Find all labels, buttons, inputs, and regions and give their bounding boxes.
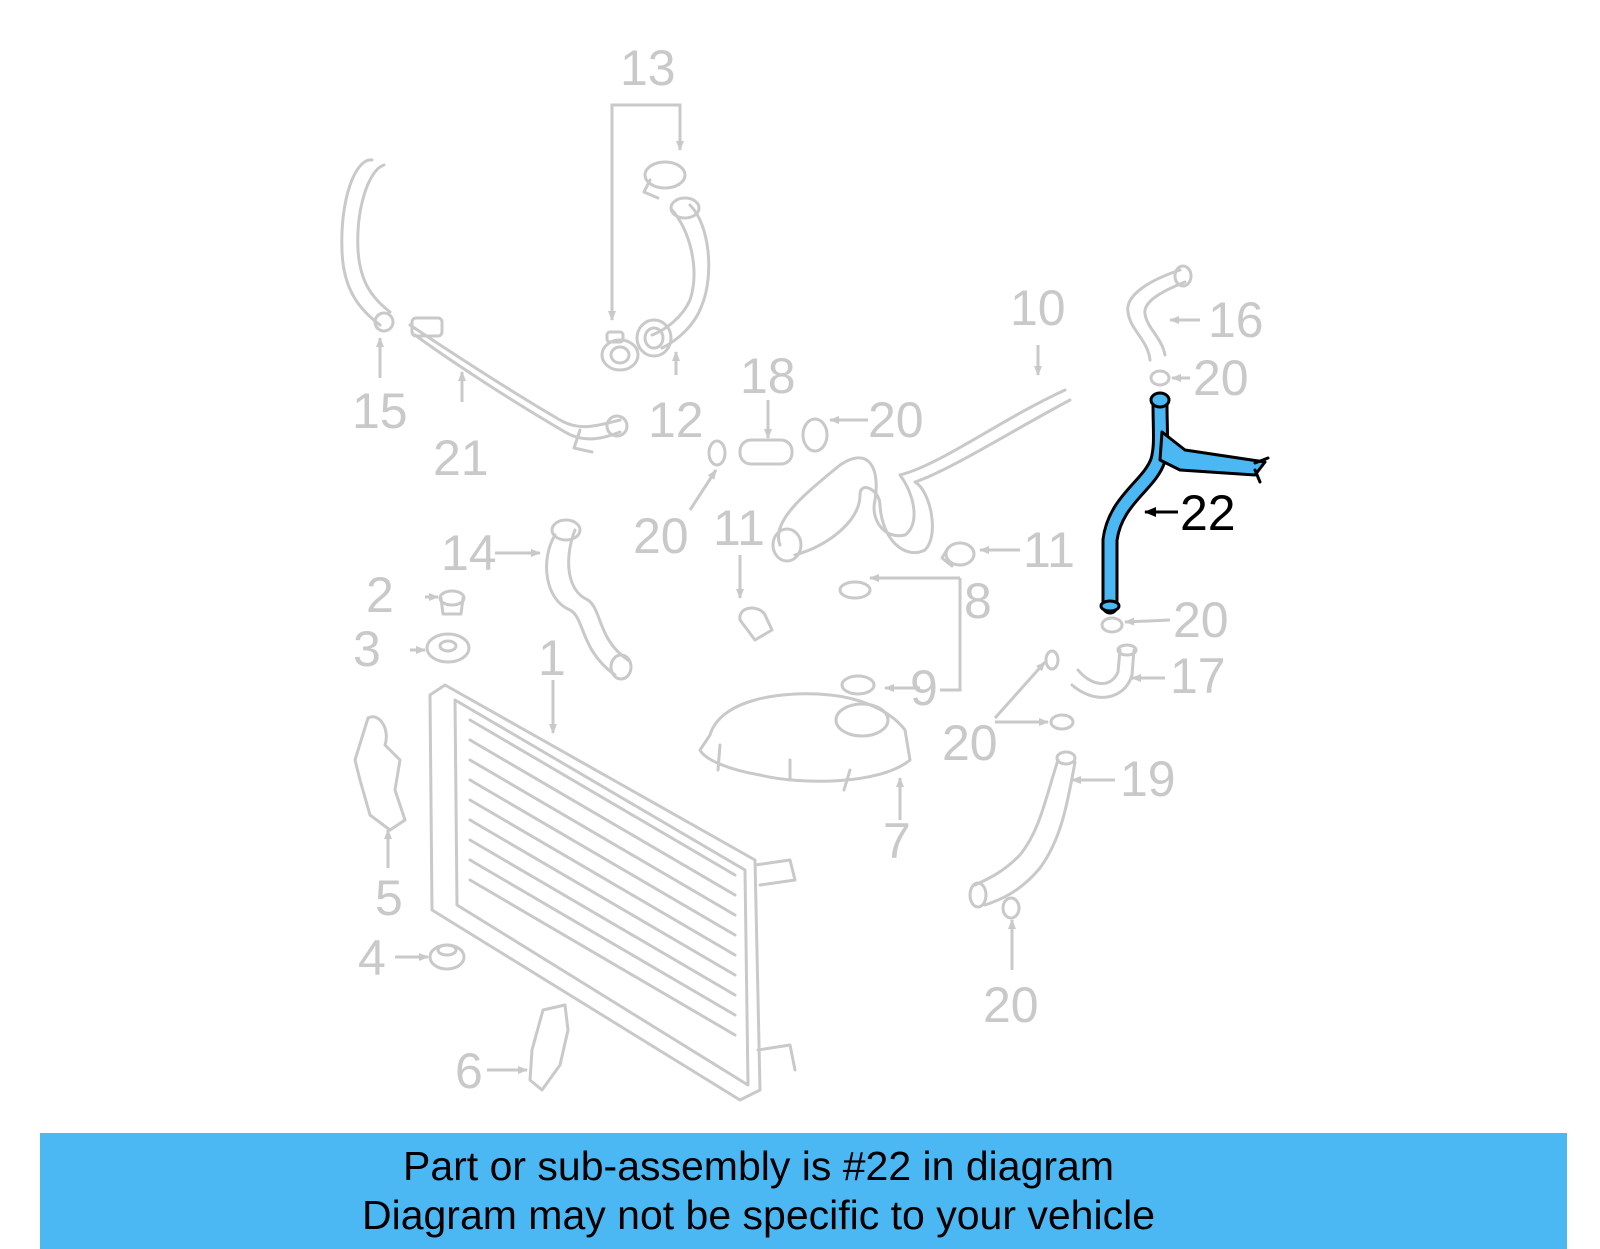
pipe-22-drawing — [1099, 391, 1270, 615]
clamp-13-drawing — [642, 160, 687, 200]
hose-18-drawing — [738, 438, 794, 466]
callout-20-right-mid: 20 — [1173, 592, 1229, 648]
clamp-13b-drawing — [600, 330, 640, 372]
callout-13: 13 — [620, 40, 676, 96]
hose-12-drawing — [635, 196, 711, 358]
clamp-11-drawing-a — [738, 606, 774, 642]
clamp-11-drawing-b — [940, 541, 976, 568]
reservoir-7-drawing — [698, 692, 912, 792]
callout-20-left: 20 — [633, 508, 689, 564]
notice-banner: Part or sub-assembly is #22 in diagram D… — [40, 1133, 1567, 1249]
clamp-20-drawing-b — [707, 439, 727, 467]
clamp-20-drawing-a — [801, 417, 829, 453]
banner-line-2: Diagram may not be specific to your vehi… — [361, 1192, 1155, 1238]
callout-20-lower: 20 — [942, 715, 998, 771]
callout-11-right: 11 — [1023, 522, 1075, 578]
clamp-20-drawing-f — [1049, 713, 1075, 731]
callout-20-bottom: 20 — [983, 977, 1039, 1033]
callout-9: 9 — [910, 660, 938, 716]
banner-line-1: Part or sub-assembly is #22 in diagram — [403, 1143, 1114, 1189]
bracket-6-drawing — [528, 1003, 570, 1092]
callout-10: 10 — [1010, 280, 1066, 336]
callout-4: 4 — [358, 930, 386, 986]
cap-2-drawing — [438, 589, 466, 616]
hose-10-drawing — [771, 388, 1072, 563]
callout-2: 2 — [366, 567, 394, 623]
hose-14-drawing — [545, 518, 633, 681]
hose-15-drawing — [340, 158, 395, 333]
callout-3: 3 — [353, 621, 381, 677]
pipe-21-drawing — [408, 316, 629, 454]
clamp-20-drawing-e — [1044, 649, 1060, 671]
bracket-5-drawing — [353, 715, 407, 832]
callout-7: 7 — [883, 813, 911, 869]
callout-20-right-top: 20 — [1193, 350, 1249, 406]
callout-12: 12 — [648, 392, 704, 448]
clamp-20-drawing-d — [1100, 616, 1124, 634]
clamp-20-drawing-c — [1149, 369, 1171, 387]
callout-22-highlighted: 22 — [1180, 485, 1236, 541]
parts-diagram: 13 10 16 20 18 20 15 12 21 20 11 11 14 8… — [340, 40, 1270, 1102]
callout-8: 8 — [964, 573, 992, 629]
part-9-drawing — [840, 674, 876, 696]
hose-19-drawing — [968, 750, 1077, 909]
callout-6: 6 — [455, 1043, 483, 1099]
clamp-20-drawing-g — [1001, 896, 1021, 920]
callout-5: 5 — [375, 870, 403, 926]
hose-16-drawing — [1126, 264, 1193, 362]
callout-11-left: 11 — [713, 500, 765, 556]
callout-15: 15 — [352, 383, 408, 439]
callout-16: 16 — [1208, 292, 1264, 348]
radiator-1-drawing — [428, 683, 797, 1102]
callout-17: 17 — [1170, 648, 1226, 704]
callout-20-mid: 20 — [868, 392, 924, 448]
callout-19: 19 — [1120, 751, 1176, 807]
mount-4-drawing — [428, 943, 466, 971]
part-8-drawing — [838, 580, 872, 600]
callout-18: 18 — [740, 348, 796, 404]
callout-1: 1 — [538, 630, 566, 686]
callout-21: 21 — [433, 430, 489, 486]
mount-3-drawing — [425, 632, 471, 664]
elbow-17-drawing — [1070, 643, 1138, 699]
callout-14: 14 — [441, 525, 497, 581]
